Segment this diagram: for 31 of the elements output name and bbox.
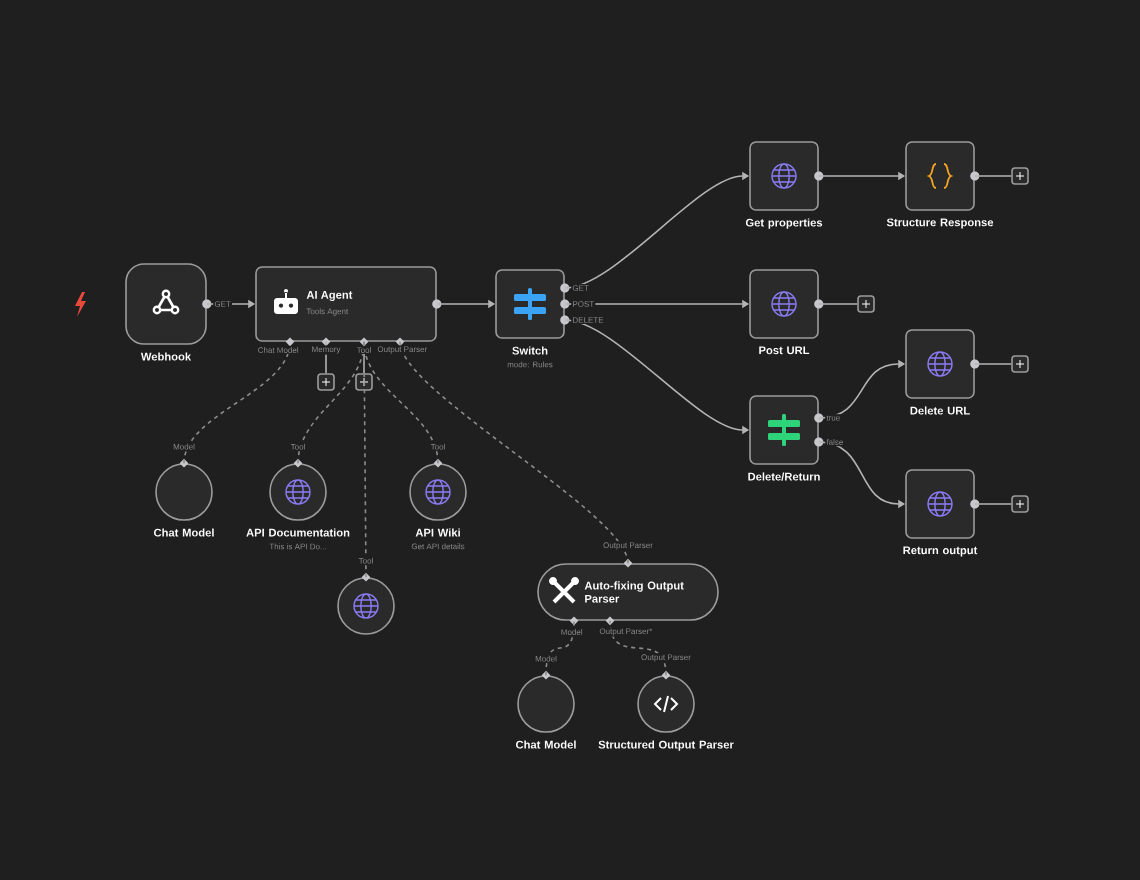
- dashed-connector: [297, 341, 365, 464]
- tool-circle: [637, 670, 695, 733]
- dashed-connector: [545, 620, 575, 676]
- tool-circle: [155, 458, 213, 521]
- tool-circle: [517, 670, 575, 733]
- add-button: [355, 373, 373, 391]
- connector: [974, 363, 1012, 365]
- process-box: [905, 141, 980, 211]
- connector: [974, 503, 1012, 505]
- agent-box: [255, 266, 442, 347]
- add-button: [1011, 355, 1029, 373]
- parser-box: [537, 558, 719, 626]
- dashed-connector: [399, 341, 629, 564]
- tool-circle: [409, 458, 467, 521]
- connector: [325, 341, 327, 374]
- connector: [974, 175, 1012, 177]
- tool-circle: [337, 572, 395, 635]
- process-box: [749, 141, 824, 211]
- dashed-connector: [363, 341, 367, 578]
- add-button: [857, 295, 875, 313]
- add-button: [1011, 495, 1029, 513]
- process-box: [749, 269, 824, 339]
- tool-circle: [269, 458, 327, 521]
- process-box: [905, 469, 980, 539]
- add-button: [317, 373, 335, 391]
- connector: [818, 303, 858, 305]
- add-button: [1011, 167, 1029, 185]
- process-box: [905, 329, 980, 399]
- dashed-connector: [183, 341, 291, 464]
- trigger-box: [125, 263, 212, 345]
- dashed-connector: [609, 620, 667, 676]
